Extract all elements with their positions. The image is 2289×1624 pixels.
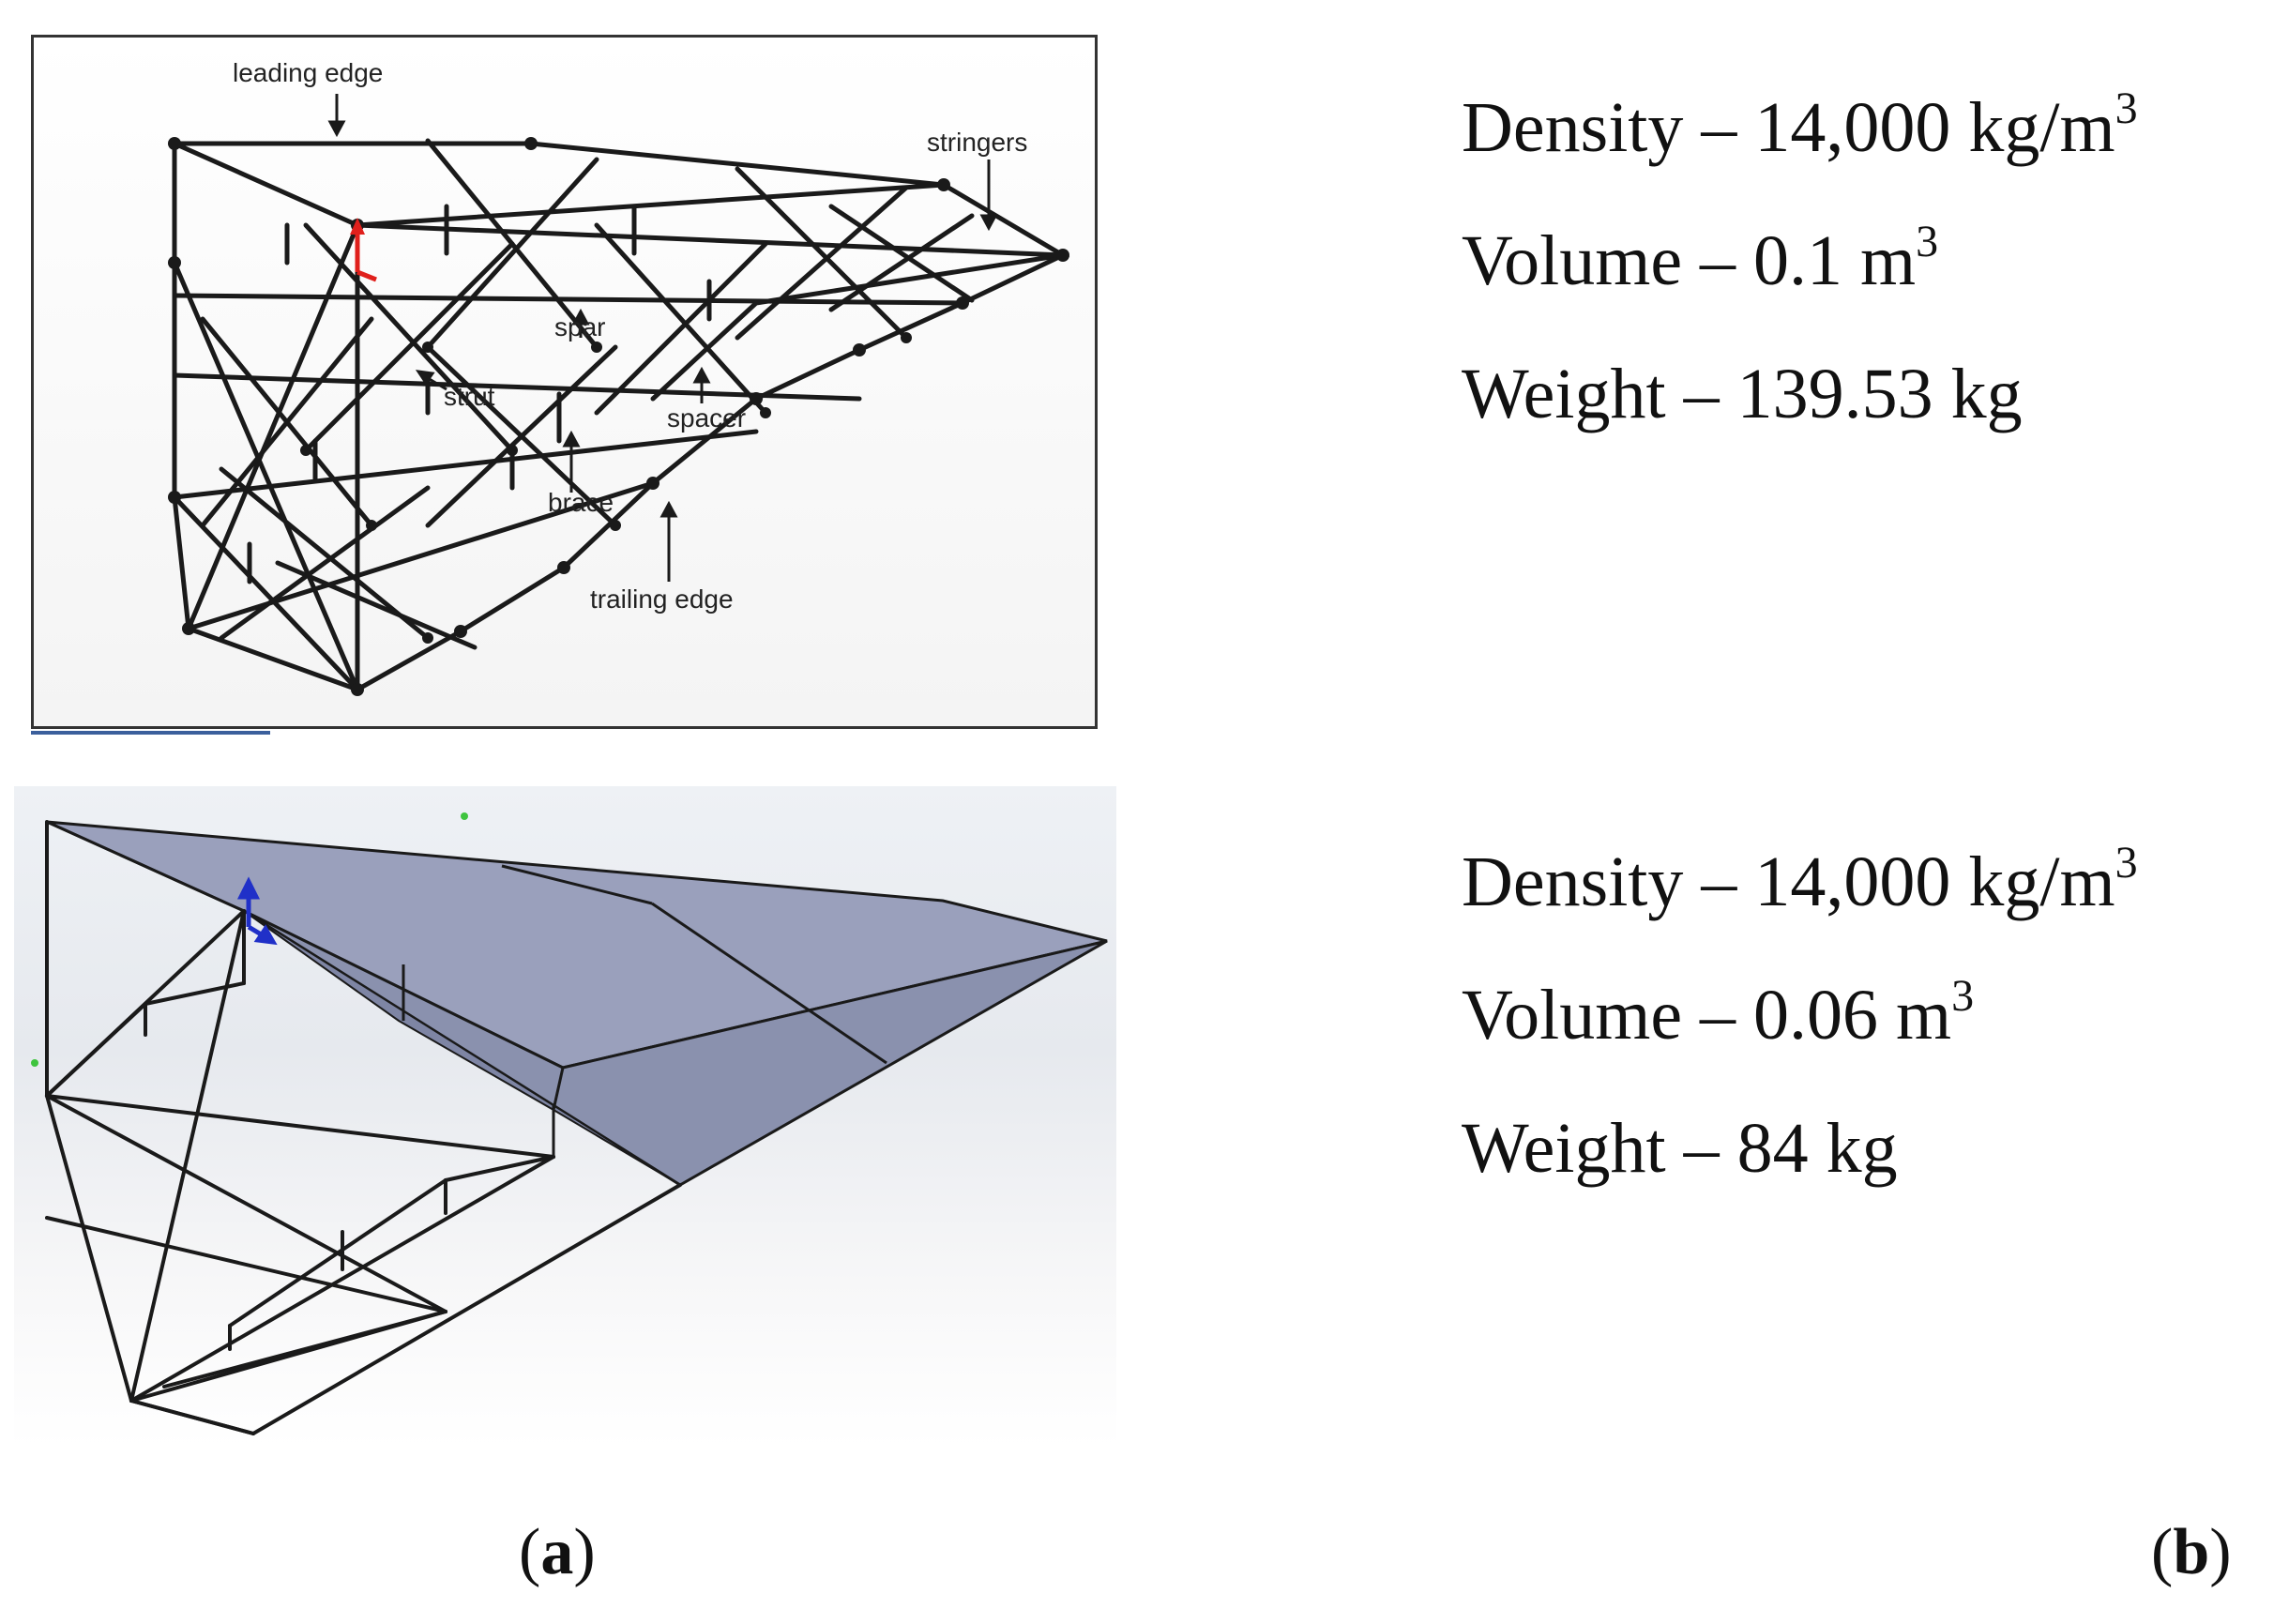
spec-a-density-text: Density – 14,000 kg/m — [1462, 88, 2115, 167]
caption-b-close: ) — [2209, 1516, 2232, 1588]
x-axis-marker — [356, 269, 377, 282]
skinned-wing-drawing — [31, 812, 1108, 1435]
caption-a-open: ( — [519, 1516, 541, 1588]
spec-b-weight-text: Weight – 84 kg — [1462, 1109, 1898, 1188]
spec-b-weight: Weight – 84 kg — [1462, 1113, 1898, 1184]
label-stringers: stringers — [927, 128, 1028, 157]
spec-a-weight-text: Weight – 139.53 kg — [1462, 355, 2023, 433]
origin-point-icon — [461, 812, 468, 820]
caption-b: (b) — [2151, 1515, 2232, 1590]
spec-b-density-text: Density – 14,000 kg/m — [1462, 842, 2115, 921]
spec-b-density-sup: 3 — [2115, 838, 2138, 888]
caption-a-close: ) — [573, 1516, 596, 1588]
spec-b-density: Density – 14,000 kg/m3 — [1462, 841, 2138, 918]
label-spar: spar — [554, 312, 606, 341]
label-trailing-edge: trailing edge — [590, 584, 734, 614]
caption-a-letter: a — [540, 1516, 574, 1588]
spec-a-volume: Volume – 0.1 m3 — [1462, 220, 1938, 297]
label-strut: strut — [444, 382, 495, 411]
truss-frame-drawing — [168, 94, 1070, 696]
spec-b-volume-text: Volume – 0.06 m — [1462, 976, 1952, 1055]
spec-a-volume-sup: 3 — [1916, 217, 1939, 266]
label-leading-edge: leading edge — [233, 58, 384, 87]
origin-point-icon — [31, 1059, 38, 1067]
spec-a-density-sup: 3 — [2115, 83, 2138, 133]
axis-arrowhead-icon — [350, 218, 365, 235]
spec-b-volume-sup: 3 — [1951, 971, 1975, 1021]
blue-selection-strip — [31, 731, 270, 735]
label-brace: brace — [548, 488, 614, 517]
skinned-wing-diagram — [14, 786, 1116, 1448]
caption-a: (a) — [519, 1515, 596, 1590]
caption-b-letter: b — [2173, 1516, 2210, 1588]
truss-wing-diagram: leading edge stringers spar strut spacer… — [31, 35, 1098, 729]
spec-a-volume-text: Volume – 0.1 m — [1462, 221, 1917, 300]
spec-a-weight: Weight – 139.53 kg — [1462, 358, 2023, 430]
spec-a-density: Density – 14,000 kg/m3 — [1462, 86, 2138, 164]
spec-b-volume: Volume – 0.06 m3 — [1462, 974, 1974, 1052]
label-spacer: spacer — [667, 403, 747, 433]
caption-b-open: ( — [2151, 1516, 2174, 1588]
